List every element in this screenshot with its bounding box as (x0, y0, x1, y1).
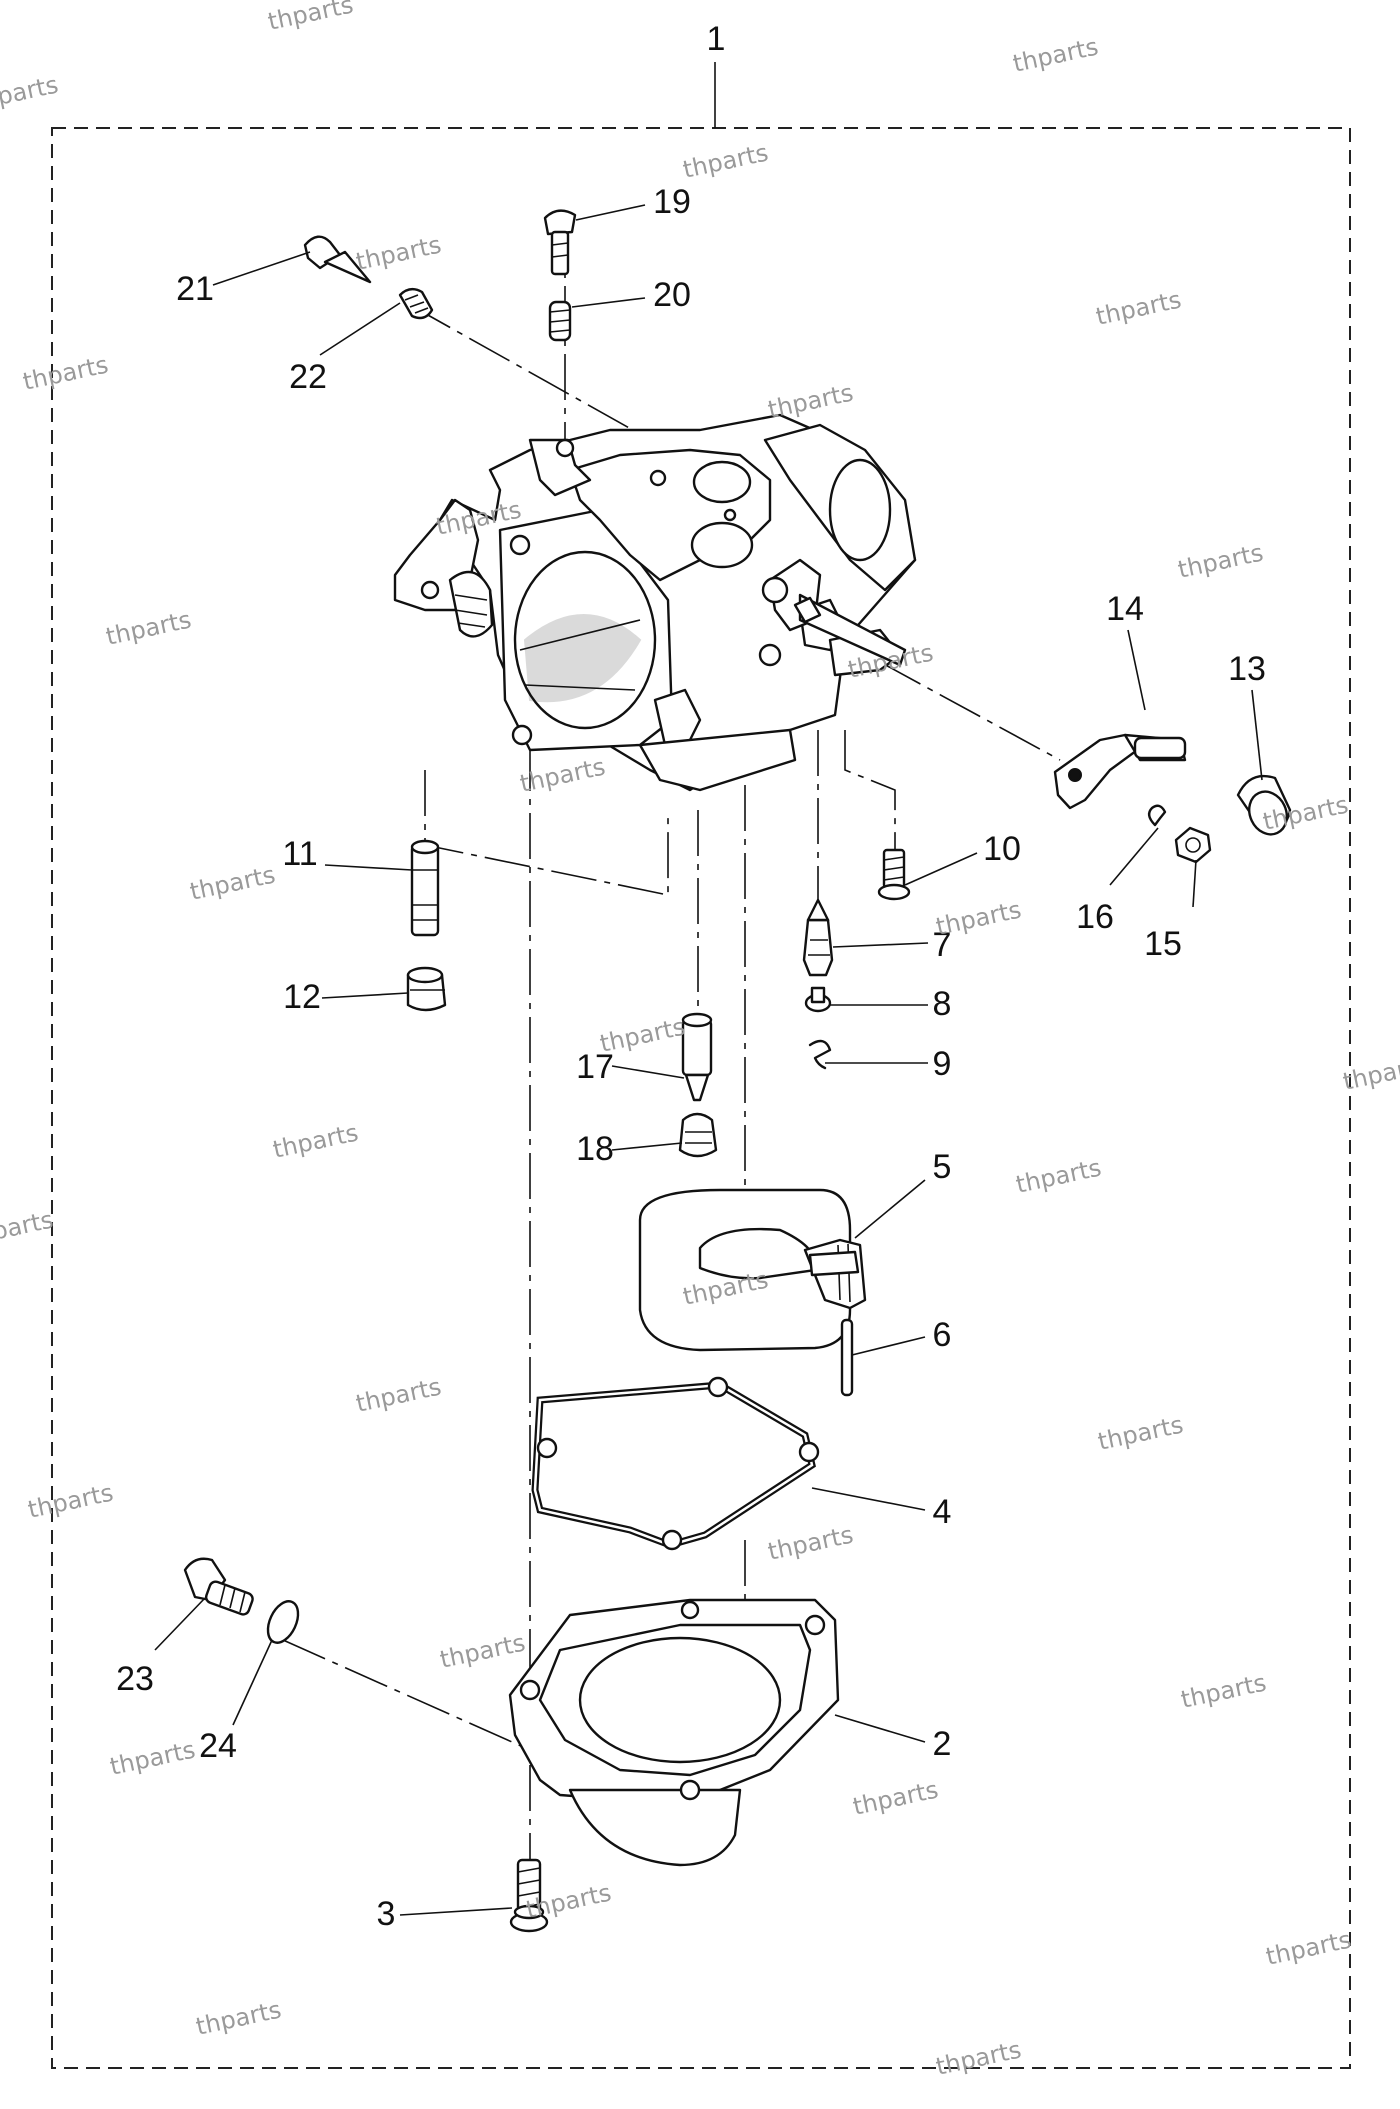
watermark: thparts (107, 1736, 197, 1781)
needle-valve (802, 898, 834, 977)
throttle-spring (548, 300, 572, 342)
callout-2: 2 (933, 1725, 952, 1763)
callout-23: 23 (116, 1660, 154, 1698)
circlip (1147, 804, 1167, 827)
callout-14: 14 (1106, 590, 1144, 628)
callout-10: 10 (983, 830, 1021, 868)
callout-4: 4 (933, 1493, 952, 1531)
callout-21: 21 (176, 270, 214, 308)
callout-18: 18 (576, 1130, 614, 1168)
float-bowl (508, 1598, 840, 1867)
watermark: thparts (850, 1776, 940, 1821)
pilot-screw (303, 235, 372, 284)
watermark: thparts (765, 1521, 855, 1566)
callout-17: 17 (576, 1048, 614, 1086)
float (638, 1188, 867, 1352)
watermark: thparts (1013, 1154, 1103, 1199)
hex-nut (1174, 826, 1212, 864)
watermark: thparts (265, 0, 355, 36)
leader-lines (154, 204, 1263, 1916)
callout-12: 12 (283, 978, 321, 1016)
watermark: thparts (1010, 33, 1100, 78)
watermark: thparts (103, 606, 193, 651)
watermark: thparts (1175, 539, 1265, 584)
callout-3: 3 (377, 1895, 396, 1933)
watermark: thparts (353, 1373, 443, 1418)
callout-8: 8 (933, 985, 952, 1023)
watermark: thparts (765, 379, 855, 424)
callout-6: 6 (933, 1316, 952, 1354)
watermark: thparts (933, 896, 1023, 941)
watermark: thparts (0, 71, 61, 116)
watermark: thparts (25, 1479, 115, 1524)
watermark: thparts (597, 1013, 687, 1058)
callout-15: 15 (1144, 925, 1182, 963)
callout-24: 24 (199, 1727, 237, 1765)
throttle-stop-screw (543, 209, 577, 276)
callout-7: 7 (933, 926, 952, 964)
emulsion-tube (410, 839, 440, 937)
callout-9: 9 (933, 1045, 952, 1083)
jet-plug (678, 1112, 718, 1158)
callout-1: 1 (707, 20, 726, 58)
callout-13: 13 (1228, 650, 1266, 688)
callout-20: 20 (653, 276, 691, 314)
callout-16: 16 (1076, 898, 1114, 936)
float-pin (840, 1318, 854, 1397)
bowl-gasket (531, 1376, 820, 1551)
watermark: thparts (437, 1629, 527, 1674)
watermark: thparts (193, 1996, 283, 2041)
watermark: thparts (1093, 286, 1183, 331)
drain-screw (183, 1557, 254, 1616)
valve-clip (808, 1039, 832, 1070)
watermark: thparts (353, 231, 443, 276)
watermark: thparts (20, 351, 110, 396)
watermark: thparts (680, 139, 770, 184)
watermark: thparts (1263, 1926, 1353, 1971)
assembly-frame (51, 127, 1351, 2069)
main-jet (877, 848, 911, 901)
callout-19: 19 (653, 183, 691, 221)
watermark: thparts (517, 753, 607, 798)
watermark: thparts (270, 1119, 360, 1164)
lever-bracket (1053, 733, 1187, 810)
drain-o-ring (266, 1600, 300, 1644)
callout-5: 5 (933, 1148, 952, 1186)
callout-22: 22 (289, 358, 327, 396)
callout-labels: 1 2 3 4 5 6 7 8 9 10 11 12 13 14 15 16 1… (116, 20, 1266, 1933)
watermark: thparts (187, 861, 277, 906)
carburetor-body (393, 413, 917, 792)
watermark: thparts (0, 1206, 56, 1251)
bowl-screw (509, 1858, 549, 1933)
watermark: thparts (1095, 1411, 1185, 1456)
valve-seat (804, 986, 832, 1013)
callout-11: 11 (282, 835, 317, 873)
pilot-screw-spring (398, 287, 434, 320)
watermark: thparts (1178, 1669, 1268, 1714)
pilot-jet (681, 1012, 713, 1102)
cap (1236, 774, 1292, 836)
watermark: thparts (933, 2036, 1023, 2081)
nozzle-nut (406, 966, 447, 1012)
